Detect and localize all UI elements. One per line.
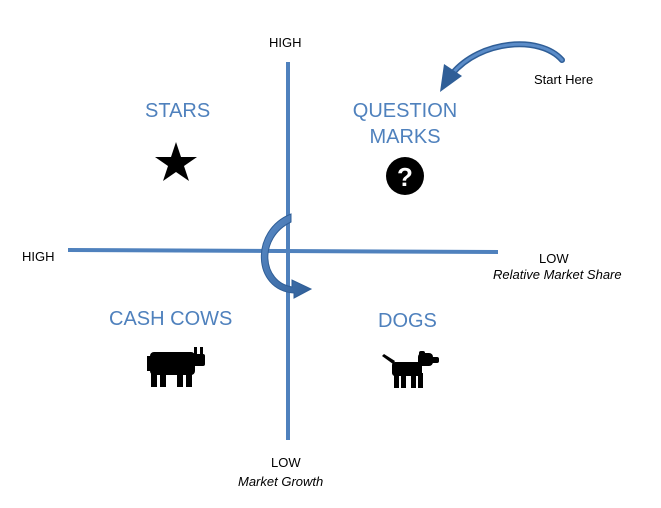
vertical-axis-low-label: LOW: [271, 455, 301, 470]
question-mark-icon: ?: [386, 157, 424, 195]
horizontal-axis-low-label: LOW: [539, 251, 569, 266]
horizontal-axis-title: Relative Market Share: [493, 267, 622, 282]
dog-icon: [382, 351, 439, 388]
horizontal-axis-line: [67, 248, 499, 254]
vertical-axis-title: Market Growth: [238, 474, 324, 489]
quadrant-cash-cows-label: CASH COWS: [109, 308, 233, 330]
start-here-arrow: [440, 41, 565, 92]
svg-text:?: ?: [397, 162, 413, 192]
question-marks-line-2: MARKS: [369, 126, 441, 148]
start-here-label: Start Here: [534, 72, 594, 87]
star-icon: [155, 142, 197, 181]
horizontal-axis-high-label: HIGH: [22, 249, 55, 264]
quadrant-stars-label: STARS: [145, 100, 211, 122]
cow-icon: [147, 347, 205, 387]
quadrant-question-marks-label: QUESTION MARKS: [350, 98, 460, 150]
center-flow-arrow: [260, 213, 313, 299]
question-marks-line-1: QUESTION: [352, 100, 458, 122]
quadrant-dogs-label: DOGS: [378, 310, 437, 332]
vertical-axis-high-label: HIGH: [269, 35, 302, 50]
